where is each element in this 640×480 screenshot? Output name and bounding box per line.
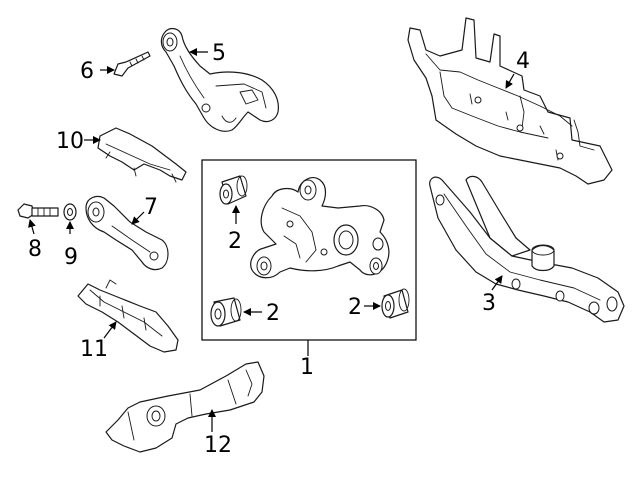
- callout-8: 8: [28, 237, 42, 262]
- callout-2-top: 2: [228, 229, 242, 254]
- bracket-part-11[interactable]: [77, 279, 179, 353]
- callout-2-left: 2: [266, 301, 280, 326]
- callout-3: 3: [482, 291, 496, 316]
- callout-4: 4: [516, 49, 530, 74]
- bracket-part-12[interactable]: [105, 361, 265, 453]
- callout-11: 11: [80, 337, 108, 362]
- bushing-part-2-b[interactable]: [210, 297, 242, 327]
- upper-control-arm-part-5[interactable]: [160, 27, 279, 132]
- leader-lines: [28, 48, 515, 432]
- bolt-part-6[interactable]: [113, 51, 151, 77]
- callout-labels: 5 6 4 10 7 8 9 2 2 2 3 11 1 12: [28, 41, 530, 458]
- callout-1: 1: [300, 355, 314, 380]
- callout-9: 9: [64, 245, 78, 270]
- bolt-part-8[interactable]: [17, 203, 59, 219]
- bushing-part-2-a[interactable]: [219, 175, 248, 205]
- callout-7: 7: [144, 195, 158, 220]
- bushing-part-2-c[interactable]: [381, 288, 410, 319]
- callout-2-right: 2: [348, 295, 362, 320]
- shield-part-4[interactable]: [407, 17, 613, 185]
- washer-part-9[interactable]: [63, 203, 77, 221]
- callout-10: 10: [56, 129, 84, 154]
- callout-5: 5: [212, 41, 226, 66]
- bracket-part-10[interactable]: [97, 127, 187, 183]
- lower-control-arm-part-3[interactable]: [429, 175, 625, 323]
- knuckle-assembly-box: [201, 159, 417, 341]
- callout-12: 12: [204, 433, 232, 458]
- callout-6: 6: [80, 59, 94, 84]
- lower-arm-part-7[interactable]: [85, 195, 169, 271]
- knuckle-part-1[interactable]: [250, 177, 390, 279]
